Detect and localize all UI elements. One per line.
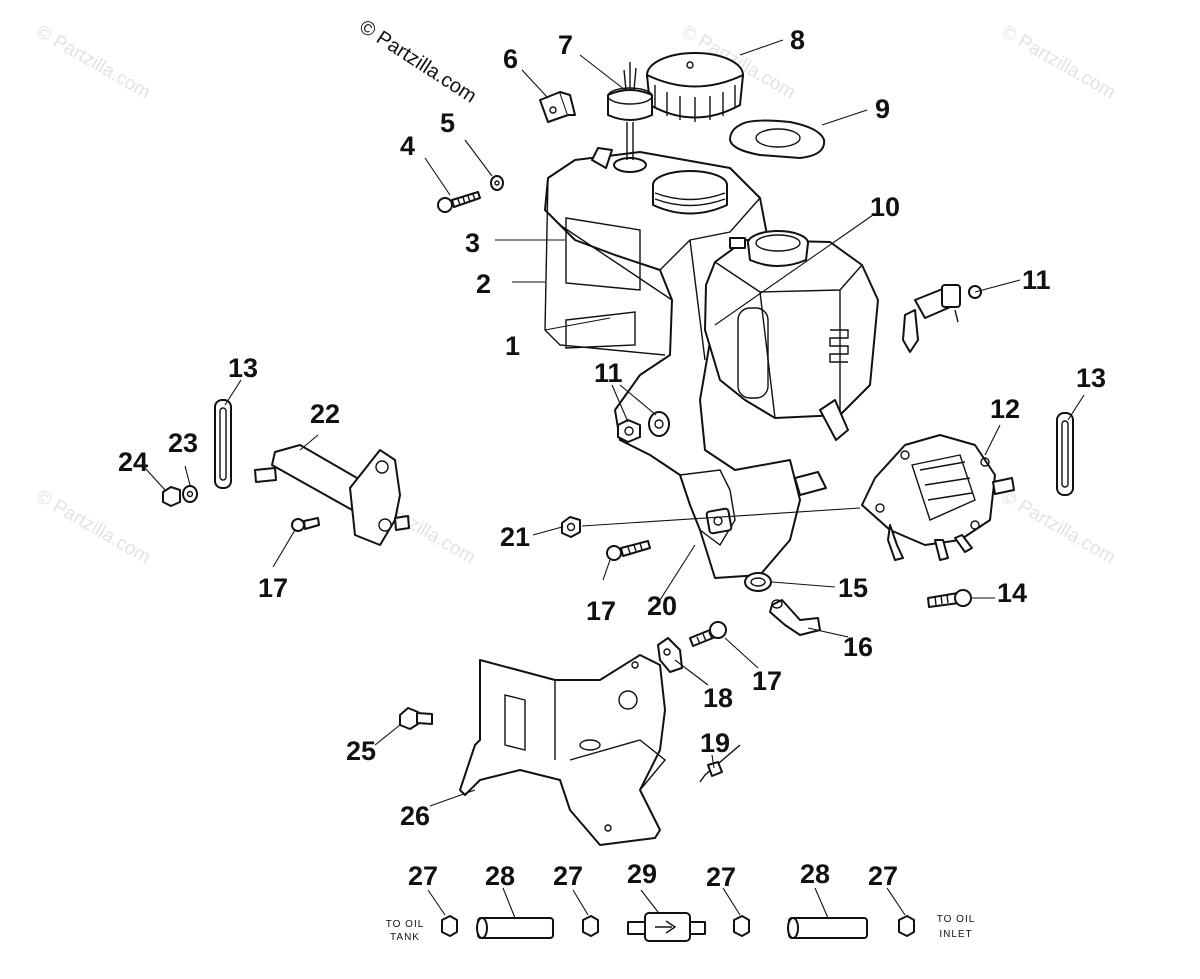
callout-14: 14 xyxy=(997,578,1027,608)
callout-28-a: 28 xyxy=(485,861,515,891)
callout-27-c: 27 xyxy=(706,862,736,892)
callout-22: 22 xyxy=(310,399,340,429)
nut xyxy=(561,516,581,538)
to-oil-tank-label-line2: TANK xyxy=(390,932,420,943)
fuel-gauge-sender xyxy=(607,62,653,160)
fuel-pump xyxy=(861,434,1015,561)
callout-18: 18 xyxy=(703,683,733,713)
callout-21: 21 xyxy=(500,522,530,552)
callout-16: 16 xyxy=(843,632,873,662)
clamp-2 xyxy=(582,915,599,937)
callout-24: 24 xyxy=(118,447,148,477)
callout-6: 6 xyxy=(503,44,518,74)
to-oil-inlet-label-line2: INLET xyxy=(939,929,972,940)
screw-tank xyxy=(606,540,651,561)
clip xyxy=(539,91,576,123)
callout-11-nut: 11 xyxy=(594,358,623,388)
decal-large xyxy=(565,217,641,291)
callout-3: 3 xyxy=(465,228,480,258)
decal-small xyxy=(565,311,636,349)
oil-reservoir xyxy=(704,230,879,441)
hose-clip xyxy=(657,637,683,673)
callout-11-valve: 11 xyxy=(1022,265,1051,295)
callout-26: 26 xyxy=(400,801,430,831)
cable-tie xyxy=(699,744,741,783)
callout-9: 9 xyxy=(875,94,890,124)
callout-1: 1 xyxy=(505,331,520,361)
callout-27-d: 27 xyxy=(868,861,898,891)
callout-17-lower: 17 xyxy=(752,666,782,696)
elbow-fitting xyxy=(769,599,821,636)
grommet xyxy=(744,572,772,592)
callout-2: 2 xyxy=(476,269,491,299)
clamp-4 xyxy=(898,915,915,937)
callouts: 1 2 3 4 5 6 7 8 9 10 11 11 12 13 13 14 1… xyxy=(118,25,1106,892)
fuel-cap xyxy=(646,52,744,122)
nut-and-washer xyxy=(617,411,670,443)
bracket xyxy=(254,444,410,546)
to-oil-inlet-label-line1: TO OIL xyxy=(937,914,976,925)
callout-20: 20 xyxy=(647,591,677,621)
callout-13-right: 13 xyxy=(1076,363,1106,393)
screw-lower xyxy=(689,621,727,647)
hose-2 xyxy=(787,917,868,939)
callout-25: 25 xyxy=(346,736,376,766)
clamp-3 xyxy=(733,915,750,937)
clamp-1 xyxy=(441,915,458,937)
bolt xyxy=(399,707,433,730)
copyright-text: © Partzilla.com xyxy=(355,16,480,108)
fuel-valve xyxy=(902,284,982,353)
watermark: © Partzilla.com xyxy=(998,21,1119,103)
callout-27-b: 27 xyxy=(553,861,583,891)
watermark: © Partzilla.com xyxy=(33,21,154,103)
callout-23: 23 xyxy=(168,428,198,458)
callout-17-bracket: 17 xyxy=(258,573,288,603)
leader-lines xyxy=(144,39,1085,919)
callout-10: 10 xyxy=(870,192,900,222)
callout-12: 12 xyxy=(990,394,1020,424)
hose-1 xyxy=(476,917,554,939)
callout-8: 8 xyxy=(790,25,805,55)
inline-filter xyxy=(627,912,706,942)
callout-4: 4 xyxy=(400,131,415,161)
callout-7: 7 xyxy=(558,30,573,60)
callout-29: 29 xyxy=(627,859,657,889)
screw-and-washer xyxy=(437,175,504,213)
screw-pump xyxy=(927,589,972,608)
oil-cap-gasket xyxy=(729,119,826,159)
washer-and-nut xyxy=(162,485,198,507)
callout-28-b: 28 xyxy=(800,859,830,889)
mounting-plate xyxy=(459,654,666,846)
watermark: © Partzilla.com xyxy=(998,486,1119,568)
strap-right xyxy=(1056,412,1074,496)
callout-17-tank: 17 xyxy=(586,596,616,626)
callout-27-a: 27 xyxy=(408,861,438,891)
callout-5: 5 xyxy=(440,108,455,138)
callout-15: 15 xyxy=(838,573,868,603)
callout-19: 19 xyxy=(700,728,730,758)
to-oil-tank-label-line1: TO OIL xyxy=(386,919,425,930)
watermark: © Partzilla.com xyxy=(33,486,154,568)
screw-bracket xyxy=(291,517,320,532)
callout-13-left: 13 xyxy=(228,353,258,383)
strap-left xyxy=(214,399,232,489)
